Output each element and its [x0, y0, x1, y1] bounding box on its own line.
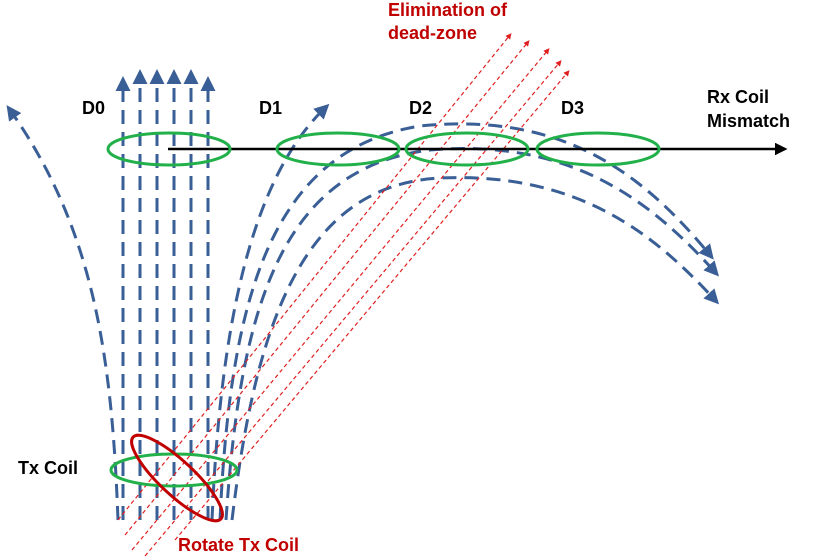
label-d1: D1	[259, 98, 283, 118]
dead-zone-line	[131, 48, 550, 551]
label-d2: D2	[409, 98, 433, 118]
fringe-field-line	[230, 176, 720, 521]
vertical-field-lines	[115, 69, 216, 520]
label-rotate-tx-coil: Rotate Tx Coil	[178, 535, 300, 555]
right-fringe-field-lines	[210, 103, 720, 521]
rx-coil-d2	[404, 131, 530, 167]
rx-coils	[106, 131, 661, 167]
label-rx-mismatch: Mismatch	[707, 111, 791, 131]
rotated-tx-coil	[130, 433, 224, 523]
dead-zone-line	[124, 40, 530, 536]
rx-coil-d3	[535, 131, 661, 167]
dead-zone-field-lines	[117, 33, 570, 557]
dead-zone-line	[117, 33, 512, 521]
label-rx-coil: Rx Coil	[707, 87, 770, 107]
fringe-field-line	[218, 122, 714, 521]
rx-coil-d1	[275, 131, 401, 167]
label-tx-coil: Tx Coil	[18, 458, 79, 478]
left-fringe-field-line	[6, 105, 120, 521]
fringe-field-line	[224, 147, 720, 521]
label-d0: D0	[82, 98, 106, 118]
label-d3: D3	[561, 98, 585, 118]
rx-coil-d0	[106, 131, 232, 167]
dead-zone-line	[174, 70, 570, 541]
label-elimination: Elimination of	[388, 0, 507, 20]
dead-zone-line	[144, 60, 562, 557]
fringe-field-line	[210, 103, 330, 521]
label-dead-zone: dead-zone	[388, 23, 478, 43]
